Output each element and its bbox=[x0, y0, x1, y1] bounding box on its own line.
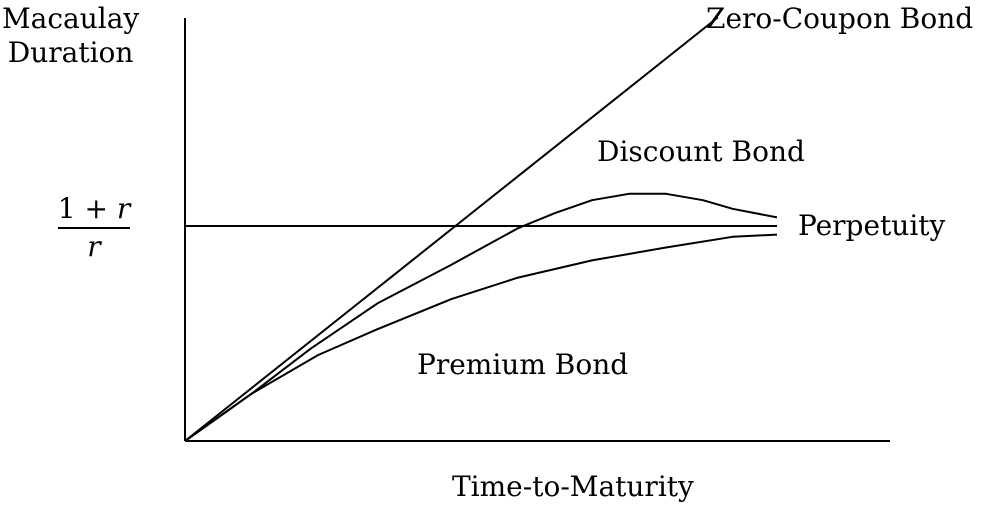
line-premium bbox=[184, 233, 778, 442]
series-label-premium: Premium Bond bbox=[417, 348, 629, 381]
x-axis-label: Time-to-Maturity bbox=[452, 470, 694, 503]
y-tick-denominator: r bbox=[87, 230, 101, 263]
series-label-discount: Discount Bond bbox=[597, 135, 805, 168]
y-tick-numerator: 1 + r bbox=[56, 193, 132, 225]
line-discount bbox=[184, 192, 778, 442]
y-tick-label: 1 + r r bbox=[56, 193, 132, 263]
y-axis-label-line1: Macaulay bbox=[2, 2, 140, 35]
series-label-zero-coupon: Zero-Coupon Bond bbox=[706, 2, 974, 35]
series-layer bbox=[184, 16, 778, 442]
y-axis-label: Macaulay Duration bbox=[2, 2, 139, 70]
series-label-perpetuity: Perpetuity bbox=[798, 209, 946, 242]
y-axis-label-line2: Duration bbox=[7, 36, 134, 69]
y-tick-numerator-prefix: 1 + bbox=[57, 192, 117, 225]
line-zero-coupon bbox=[184, 16, 719, 442]
y-tick-numerator-var: r bbox=[116, 192, 131, 225]
fraction-bar bbox=[58, 227, 130, 229]
